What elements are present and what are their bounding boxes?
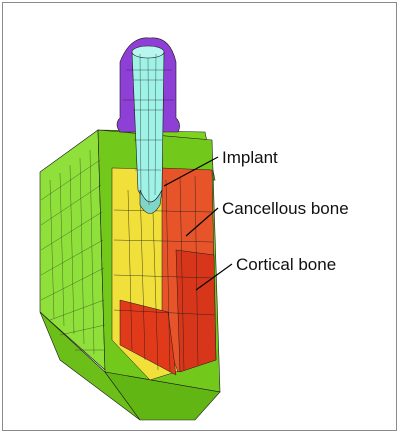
cancellous-bone-section xyxy=(112,168,216,380)
cancellous-bone-label: Cancellous bone xyxy=(222,199,349,218)
implant-label: Implant xyxy=(222,148,278,167)
cortical-bone-label: Cortical bone xyxy=(236,255,336,274)
